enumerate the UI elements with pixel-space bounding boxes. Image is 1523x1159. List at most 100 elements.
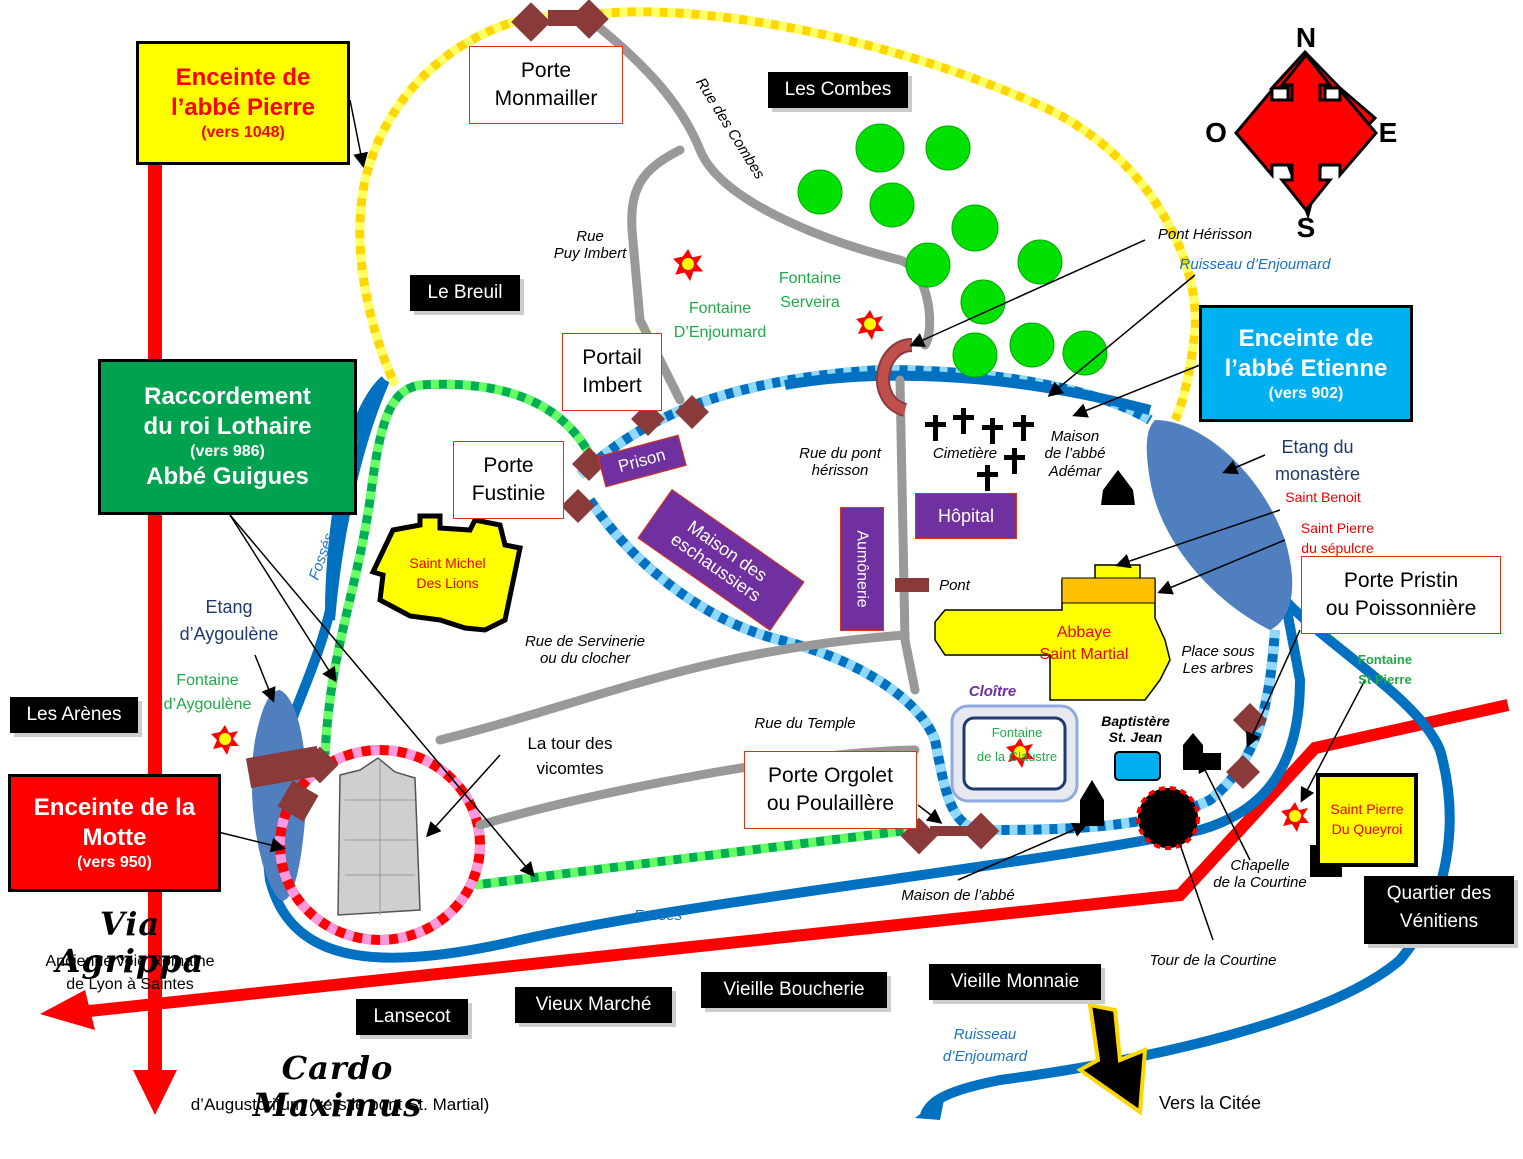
district-les-arenes: Les Arènes <box>10 697 138 733</box>
via-agrippa-road <box>79 699 1510 1018</box>
street-rue-du-temple: Rue du Temple <box>754 715 856 732</box>
imbert-l2: Imbert <box>582 374 642 397</box>
stmichel-l2: Des Lions <box>416 574 479 591</box>
via-agrippa-arrowhead <box>40 990 95 1030</box>
imbert-l1: Portail <box>582 345 642 369</box>
label-etang-aygoulene: Etang d’Aygoulène <box>165 594 293 648</box>
orgolet-l1: Porte Orgolet <box>768 763 893 787</box>
lothaire-date: (vers 986) <box>190 443 265 460</box>
building-aumonerie: Aumônerie <box>840 507 884 631</box>
label-saint-michel: Saint Michel Des Lions <box>395 554 500 593</box>
etienne-l2: l’abbé Etienne <box>1224 354 1388 382</box>
etang-ayg-l2: d’Aygoulène <box>179 624 279 644</box>
compass-rose <box>1234 49 1378 220</box>
claustre-l1: Fontaine <box>991 725 1043 740</box>
trees <box>797 123 1108 378</box>
enjoumard-l2: D’Enjoumard <box>673 324 767 341</box>
queyroi-building <box>1316 773 1418 867</box>
etang-aygoulene <box>251 690 307 901</box>
etang-monastere <box>1146 420 1293 630</box>
venitiens-l1: Quartier des <box>1386 883 1492 904</box>
road-via-agrippa: Via Agrippa <box>55 905 205 980</box>
label-baptistere: Baptistère St. Jean <box>1088 713 1183 745</box>
building-hopital: Hôpital <box>915 493 1017 539</box>
label-pont: Pont <box>939 577 970 594</box>
compass-s: S <box>1296 212 1316 243</box>
queyroi-l1: Saint Pierre <box>1330 801 1404 817</box>
lothaire-l3: Abbé Guigues <box>146 463 309 490</box>
etang-ayg-l1: Etang <box>205 597 253 617</box>
sepulcre-l2: du sépulcre <box>1301 540 1374 557</box>
chapelle-l2: de la Courtine <box>1213 874 1307 892</box>
abbaye-l2: Saint Martial <box>1039 646 1129 664</box>
gate-porte-orgolet: Porte Orgolet ou Poulaillère <box>744 751 917 829</box>
ademar-l2: de l’abbé <box>1044 445 1106 463</box>
pierre-date: (vers 1048) <box>201 124 285 141</box>
stmichel-l1: Saint Michel <box>409 555 486 571</box>
gate-porte-pristin: Porte Pristin ou Poissonnière <box>1301 556 1501 634</box>
vicomtes-l1: La tour des <box>527 734 613 753</box>
label-ruisseau-top: Ruisseau d’Enjoumard <box>1179 256 1331 273</box>
ruisseau-arrowhead <box>915 1095 945 1120</box>
agrippa-sub-l1: Ancienne voie Romaine <box>45 953 215 970</box>
label-maison-ademar: Maison de l’abbé Adémar <box>1030 428 1120 480</box>
fontaine-enjoumard: Fontaine D’Enjoumard <box>660 297 780 345</box>
fontaine-st-pierre: Fontaine St Pierre <box>1345 650 1425 689</box>
aygoulene-l1: Fontaine <box>176 672 239 689</box>
gate-portail-imbert: Portail Imbert <box>562 333 662 411</box>
saint-michel-building <box>369 513 523 633</box>
abbaye-l1: Abbaye <box>1056 624 1112 641</box>
box-enceinte-motte: Enceinte de la Motte (vers 950) <box>8 774 221 892</box>
label-cimetiere: Cimetière <box>932 445 998 462</box>
servinerie-l1: Rue de Servinerie <box>524 633 646 650</box>
label-vers-citee: Vers la Citée <box>1158 1093 1262 1113</box>
ademar-l3: Adémar <box>1048 462 1102 480</box>
label-place-sous-arbres: Place sous Les arbres <box>1168 643 1268 678</box>
motte-date: (vers 950) <box>77 854 152 871</box>
label-saint-pierre-queyroi: Saint Pierre Du Queyroi <box>1318 799 1416 840</box>
pierre-l2: l’abbé Pierre <box>170 94 316 121</box>
street-rue-pont-herisson: Rue du pont hérisson <box>785 445 895 480</box>
motte-l1: Enceinte de la <box>33 794 196 821</box>
tour-des-vicomtes-image <box>337 757 421 916</box>
baptistere <box>1114 751 1161 781</box>
label-saint-pierre-sepulcre: Saint Pierre du sépulcre <box>1280 518 1395 559</box>
aumonerie-label: Aumônerie <box>854 530 871 608</box>
orgolet-l2: ou Poulaillère <box>766 792 895 815</box>
ruisseau-bot-l1: Ruisseau <box>953 1026 1017 1043</box>
queyroi-l2: Du Queyroi <box>1331 821 1403 838</box>
compass-n: N <box>1295 22 1317 53</box>
street-rue-puy-imbert: Rue Puy Imbert <box>540 228 640 263</box>
claustre-l2: de la Claustre <box>976 748 1058 764</box>
fustinie-l2: Fustinie <box>471 482 546 505</box>
district-les-combes: Les Combes <box>768 72 908 108</box>
label-cloitre: Cloître <box>968 683 1017 700</box>
compass-e: E <box>1378 117 1398 148</box>
serveira-l2: Serveira <box>780 294 840 311</box>
servinerie-l2: ou du clocher <box>539 650 631 668</box>
district-vieux-marche: Vieux Marché <box>515 987 672 1023</box>
fustinie-l1: Porte <box>483 453 534 477</box>
lothaire-l1: Raccordement <box>144 383 311 410</box>
compass-o: O <box>1205 117 1227 148</box>
lothaire-l2: du roi Lothaire <box>143 413 312 440</box>
district-le-breuil: Le Breuil <box>410 275 520 311</box>
fountain-stars <box>211 249 1309 832</box>
road-cardo-sub: d’Augustoritum (vers le pont St. Martial… <box>190 1095 490 1114</box>
label-etang-monastere: Etang du monastère <box>1260 434 1375 488</box>
box-raccordement-lothaire: Raccordement du roi Lothaire (vers 986) … <box>98 359 357 515</box>
street-rue-servinerie: Rue de Servinerie ou du clocher <box>505 633 665 668</box>
agrippa-sub-l2: de Lyon à Saintes <box>66 976 194 994</box>
fontaine-claustre: Fontaine de la Claustre <box>964 725 1070 773</box>
ruisseau-bot-l2: d’Enjoumard <box>942 1047 1028 1065</box>
vicomtes-l2: vicomtes <box>536 758 604 778</box>
enjoumard-l1: Fontaine <box>688 300 752 317</box>
puy-l1: Rue <box>576 228 604 245</box>
pristin-l2: ou Poissonnière <box>1325 597 1477 620</box>
pointer-lines <box>217 99 1366 941</box>
label-tour-courtine: Tour de la Courtine <box>1149 952 1277 969</box>
motte-l2: Motte <box>82 824 147 851</box>
rue-des-combes <box>585 15 935 350</box>
label-abbaye: Abbaye Saint Martial <box>1025 622 1143 667</box>
